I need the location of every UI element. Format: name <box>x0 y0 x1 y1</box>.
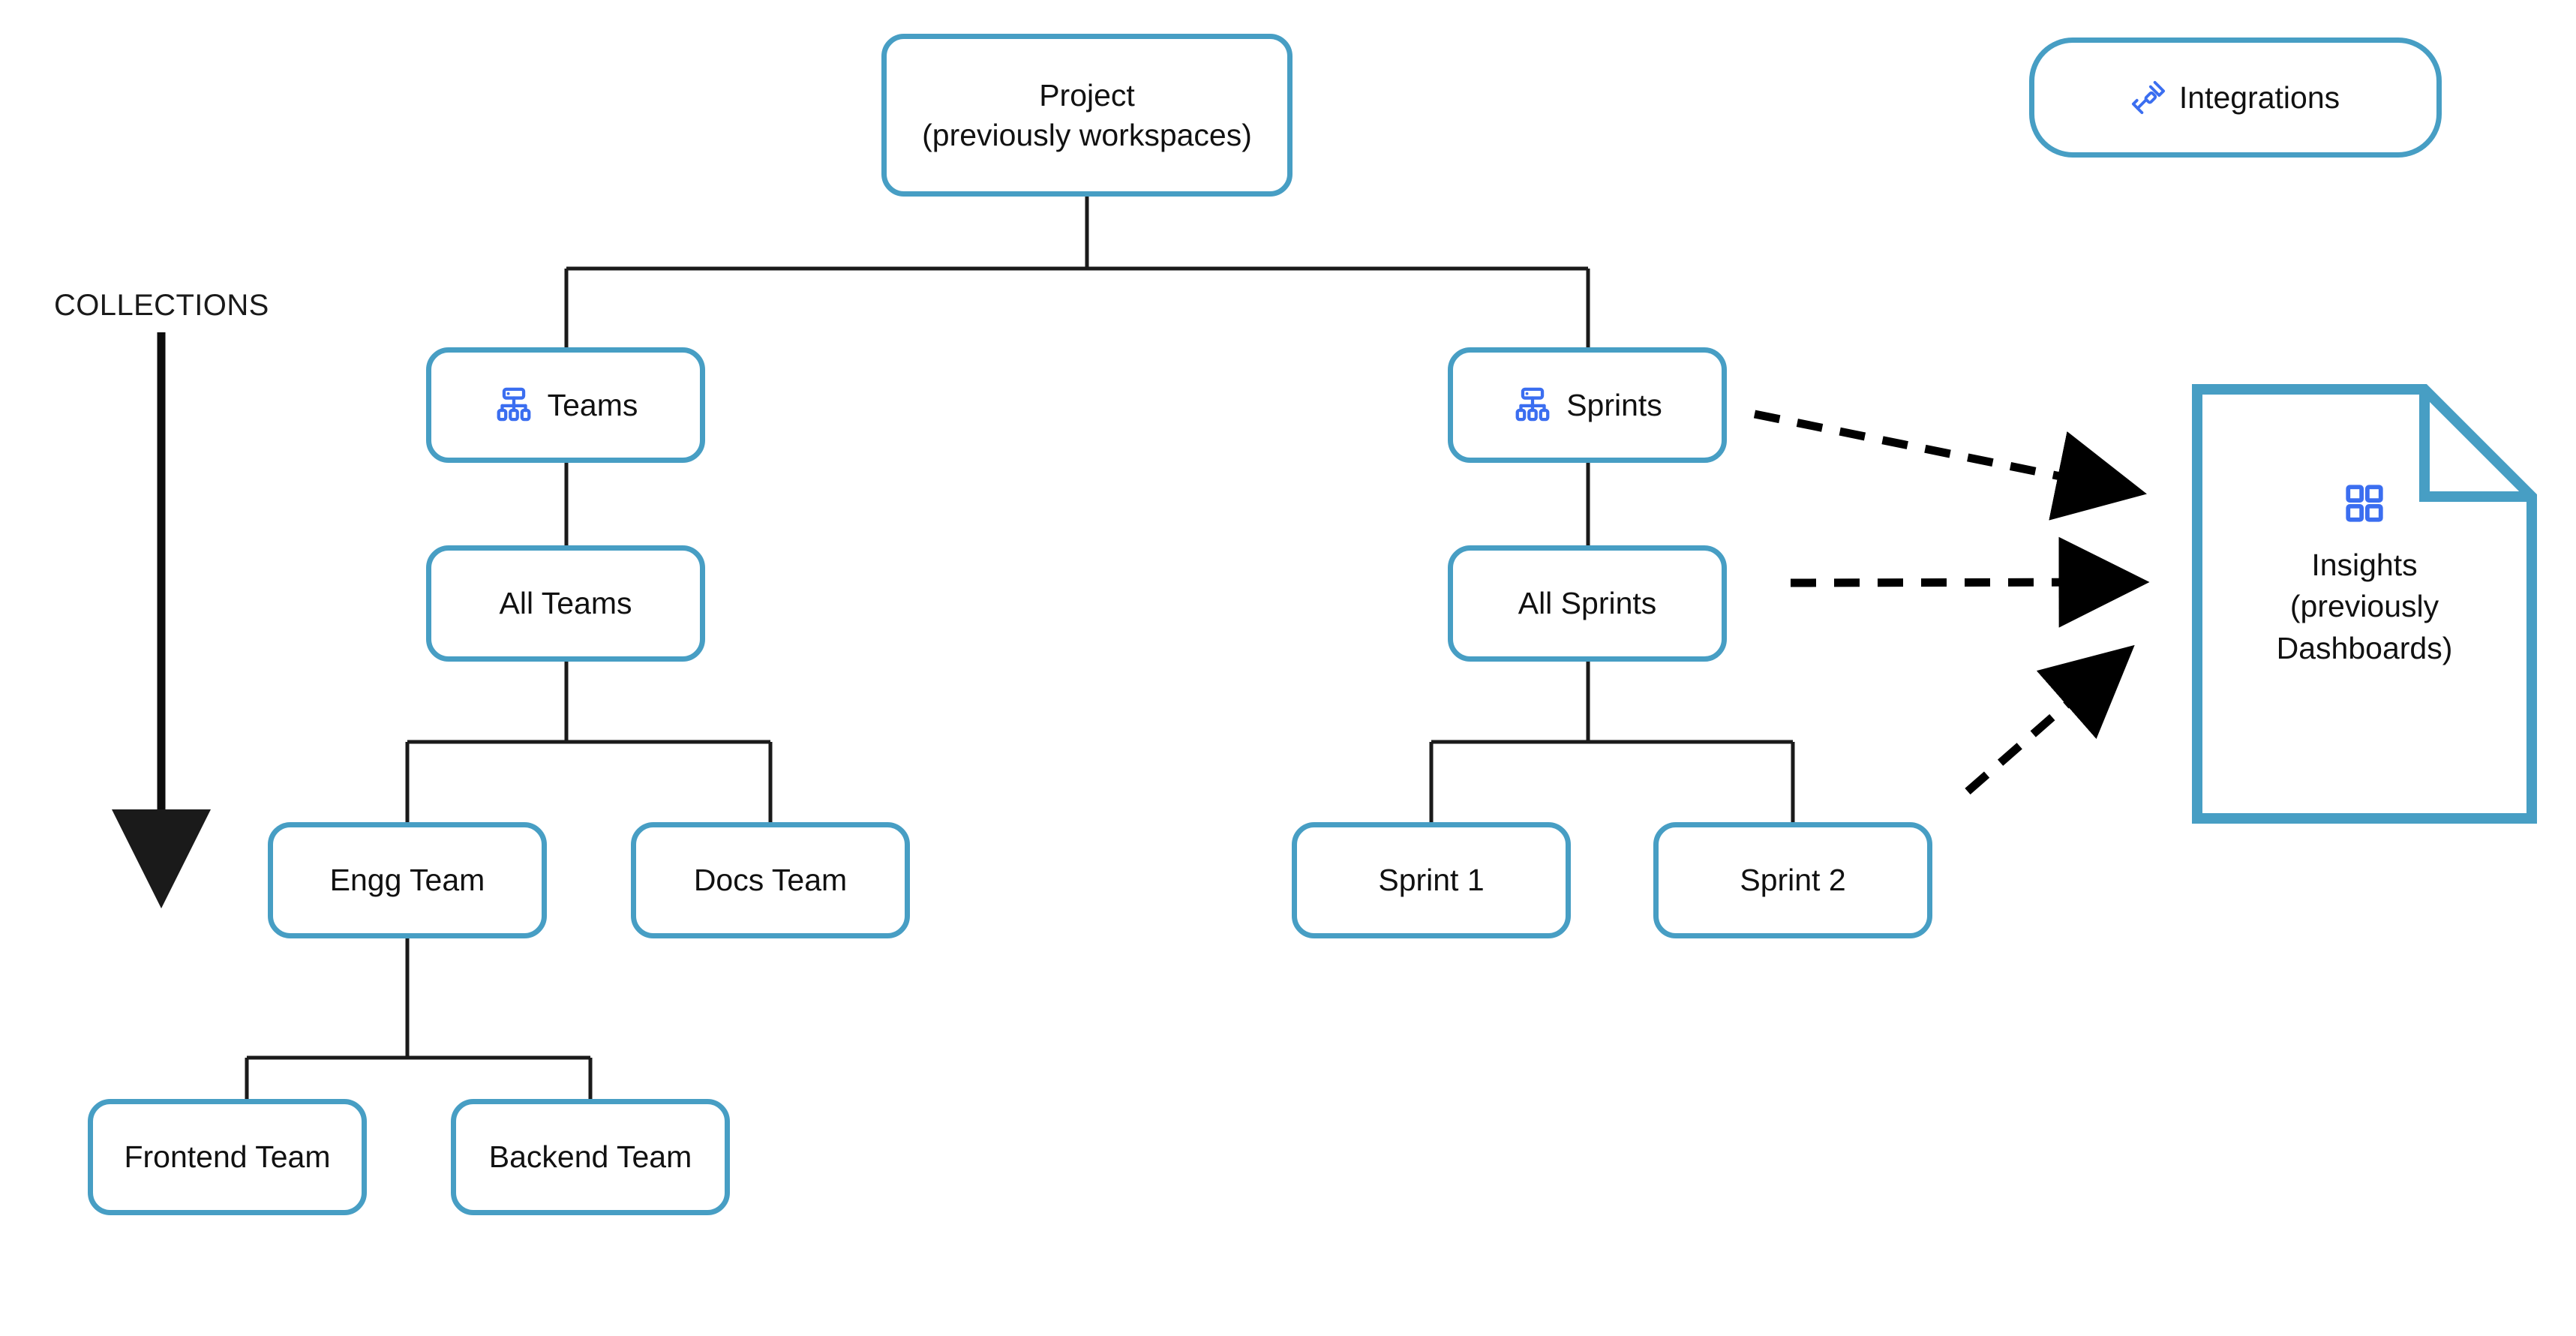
node-sprint-1-label: Sprint 1 <box>1378 863 1485 898</box>
edge-all-sprints-to-insights <box>1790 536 2150 628</box>
node-frontend-team[interactable]: Frontend Team <box>88 1099 367 1215</box>
node-docs-team[interactable]: Docs Team <box>631 822 910 938</box>
edge-project-to-children <box>564 197 1590 347</box>
node-teams[interactable]: Teams <box>426 347 705 463</box>
node-backend-team[interactable]: Backend Team <box>451 1099 730 1215</box>
node-all-teams-label: All Teams <box>499 586 632 621</box>
node-insights[interactable]: Insights (previously Dashboards) <box>2192 384 2537 824</box>
node-integrations-label: Integrations <box>2178 80 2340 115</box>
hierarchy-icon <box>494 346 534 465</box>
node-docs-team-label: Docs Team <box>693 863 848 898</box>
plug-connector-icon <box>2131 41 2166 155</box>
node-engg-team-label: Engg Team <box>329 863 485 898</box>
node-sprint-1[interactable]: Sprint 1 <box>1292 822 1571 938</box>
hierarchy-icon <box>1512 346 1553 465</box>
document-fold-shape <box>2192 384 2537 824</box>
edge-all-teams-to-teams <box>405 662 773 822</box>
node-sprint-2-label: Sprint 2 <box>1740 863 1846 898</box>
edge-sprints-to-insights <box>1753 410 2147 521</box>
node-all-sprints-label: All Sprints <box>1518 586 1657 621</box>
node-project[interactable]: Project (previously workspaces) <box>881 34 1293 197</box>
edge-all-sprints-to-sprints <box>1429 662 1795 822</box>
node-all-teams[interactable]: All Teams <box>426 545 705 662</box>
node-backend-team-label: Backend Team <box>488 1139 692 1175</box>
node-teams-label: Teams <box>547 387 638 422</box>
node-integrations[interactable]: Integrations <box>2029 38 2442 158</box>
edge-sprint2-to-insights <box>1965 644 2135 795</box>
edge-engg-to-subteams <box>245 938 593 1099</box>
node-all-sprints[interactable]: All Sprints <box>1448 545 1727 662</box>
collections-caption: COLLECTIONS <box>54 289 269 322</box>
node-frontend-team-label: Frontend Team <box>124 1139 331 1175</box>
node-sprint-2[interactable]: Sprint 2 <box>1653 822 1932 938</box>
node-project-label: Project (previously workspaces) <box>922 78 1252 152</box>
node-sprints[interactable]: Sprints <box>1448 347 1727 463</box>
node-sprints-label: Sprints <box>1566 387 1662 422</box>
node-engg-team[interactable]: Engg Team <box>268 822 547 938</box>
